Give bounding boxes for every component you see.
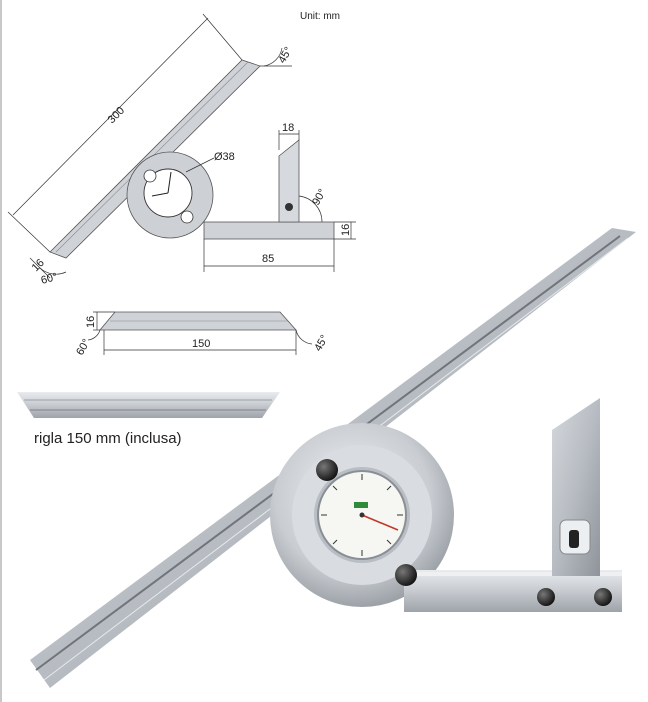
dim-90-angle: 90° — [310, 187, 329, 207]
photo-screw-stock-right — [594, 588, 612, 606]
drawing-stock — [203, 221, 335, 240]
drawing-square — [278, 139, 300, 223]
photo-stock — [404, 570, 622, 612]
photo-screw-upper — [316, 459, 338, 481]
photo-screw-stock-left — [537, 588, 555, 606]
dim-45-angle: 45° — [276, 45, 295, 65]
ruler-dim-60: 60° — [74, 337, 93, 357]
dim-300: 300 — [106, 105, 127, 126]
protractor-drawing: 300 Ø38 18 16 85 16 45° 60° 90° — [7, 13, 356, 287]
ruler-caption: rigla 150 mm (inclusa) — [34, 430, 182, 447]
dim-16-right: 16 — [340, 224, 352, 236]
dim-dial-diameter: Ø38 — [214, 151, 235, 163]
dim-18: 18 — [282, 122, 294, 134]
dim-60-angle: 60° — [40, 271, 59, 287]
ruler-dim-16: 16 — [85, 316, 97, 328]
dim-16-blade: 16 — [30, 257, 47, 274]
dim-85: 85 — [262, 253, 274, 265]
photo-screw-lower — [395, 564, 417, 586]
ruler-dim-45: 45° — [312, 333, 331, 353]
unit-label: Unit: mm — [300, 11, 340, 22]
left-frame-border — [0, 0, 2, 702]
protractor-photo — [30, 228, 636, 688]
ruler-photo — [17, 392, 280, 418]
ruler-dim-150: 150 — [192, 338, 210, 350]
ruler-drawing: 16 150 60° 45° — [74, 311, 331, 358]
